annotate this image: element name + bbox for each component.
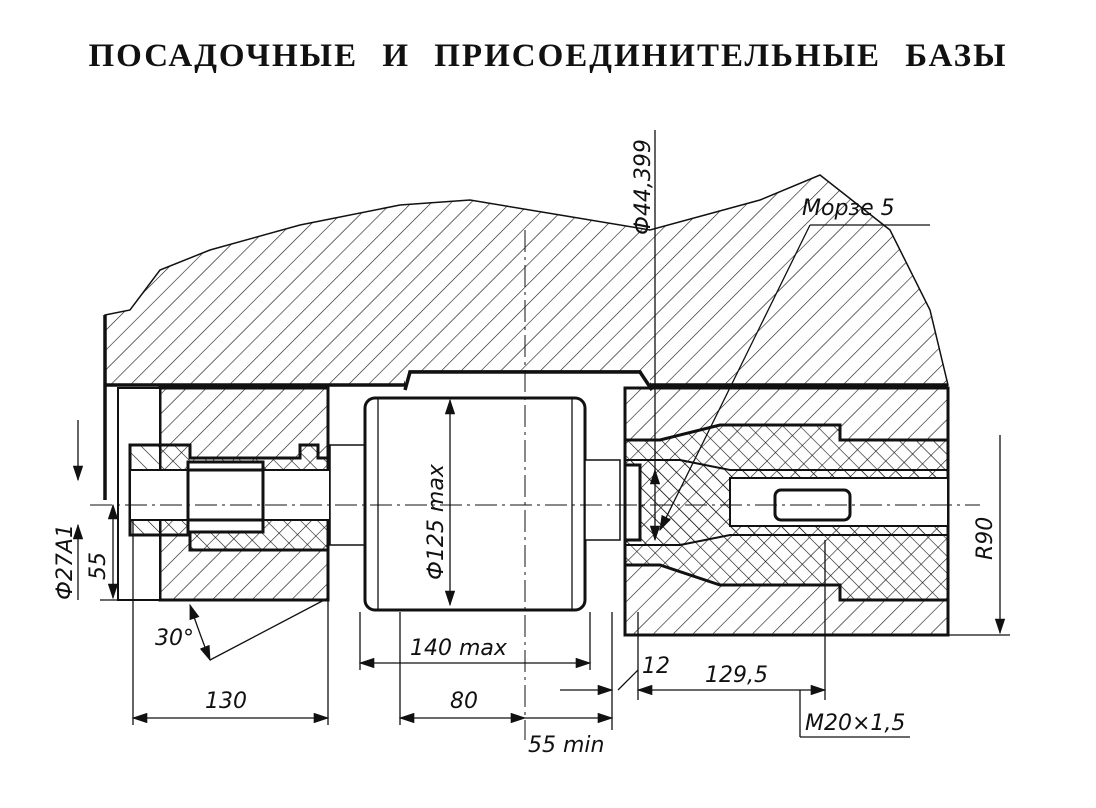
page-title: ПОСАДОЧНЫЕ И ПРИСОЕДИНИТЕЛЬНЫЕ БАЗЫ (88, 38, 1008, 74)
dim-arbor-diameter: Ф27A1 (53, 524, 78, 600)
dim-length-130: 130 (205, 689, 247, 714)
dim-cutter-diameter: Ф125 max (424, 463, 449, 580)
dim-length-55min: 55 min (528, 733, 604, 758)
dim-length-80: 80 (450, 689, 478, 714)
dim-height-55: 55 (86, 552, 111, 580)
dim-taper: Морзе 5 (802, 196, 895, 221)
dim-angle: 30° (155, 626, 194, 651)
milling-cutter (329, 396, 621, 612)
arbor-support (117, 386, 331, 602)
dim-length-12: 12 (642, 654, 670, 679)
spindle (623, 386, 950, 637)
dim-spindle-diameter: Ф44,399 (631, 139, 656, 235)
dim-thread: M20×1,5 (805, 711, 905, 736)
dimension-lines (72, 130, 1010, 738)
dim-radius: R90 (973, 517, 998, 560)
dim-length-129-5: 129,5 (705, 663, 768, 688)
dim-length-140: 140 max (410, 636, 508, 661)
